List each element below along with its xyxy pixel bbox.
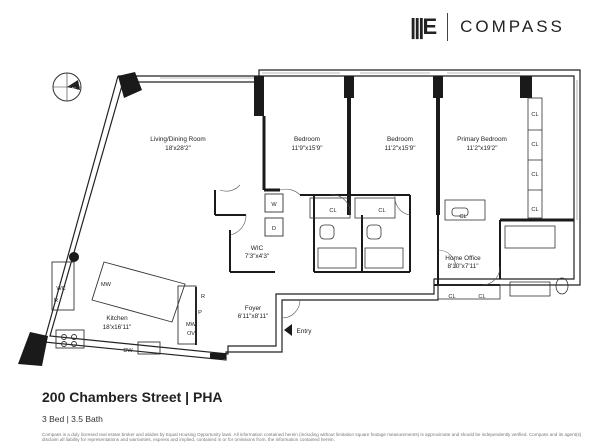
room-wic-name: WIC bbox=[251, 245, 264, 252]
washer-label: W bbox=[271, 202, 277, 208]
closet-label: CL bbox=[378, 208, 385, 214]
compass-logo-text: COMPASS bbox=[460, 17, 565, 36]
room-foyer-name: Foyer bbox=[245, 305, 262, 312]
closet-label: CL bbox=[478, 294, 485, 300]
disclaimer: Compass is a duly licensed real estate b… bbox=[42, 432, 582, 443]
room-bed1-dim: 11'9"x15'9" bbox=[291, 145, 322, 152]
laundry bbox=[264, 193, 284, 237]
compass-logo-mark: |||E bbox=[410, 14, 437, 39]
bathroom-fixtures bbox=[317, 207, 569, 297]
compass-rose: N bbox=[52, 72, 82, 102]
dishwasher-label: DW bbox=[123, 348, 133, 354]
room-living-dim: 18'x28'2" bbox=[165, 145, 191, 152]
room-primary-dim: 11'2"x19'2" bbox=[466, 145, 497, 152]
room-foyer-dim: 6'11"x8'11" bbox=[238, 313, 269, 320]
fridge-label-2: R bbox=[201, 294, 205, 300]
fridge-label: R bbox=[54, 298, 58, 304]
compass-logo: |||E COMPASS bbox=[410, 12, 565, 42]
compass-rose-label: N bbox=[72, 87, 76, 93]
floor-plan: N bbox=[18, 69, 581, 366]
windows bbox=[160, 72, 578, 220]
room-bed1-name: Bedroom bbox=[294, 136, 320, 143]
room-wic-dim: 7'3"x4'3" bbox=[245, 253, 269, 260]
wine-cooler-label: WC bbox=[56, 286, 65, 292]
pantry-label: P bbox=[198, 310, 202, 316]
closet-label: CL bbox=[531, 207, 538, 213]
room-living-name: Living/Dining Room bbox=[150, 136, 205, 143]
dryer-label: D bbox=[272, 226, 276, 232]
listing-subtitle: 3 Bed | 3.5 Bath bbox=[42, 414, 103, 424]
entry-arrow-icon bbox=[284, 324, 292, 336]
closets bbox=[309, 97, 543, 300]
microwave-island-label: MW bbox=[101, 282, 112, 288]
closet-label: CL bbox=[531, 142, 538, 148]
logo-divider bbox=[447, 13, 449, 41]
room-kitchen-name: Kitchen bbox=[106, 315, 128, 322]
closet-label: CL bbox=[329, 208, 336, 214]
room-kitchen-dim: 18'x16'11" bbox=[103, 324, 132, 331]
room-office-dim: 8'10"x7'11" bbox=[447, 263, 478, 270]
closet-label: CL bbox=[531, 172, 538, 178]
room-primary-name: Primary Bedroom bbox=[457, 136, 507, 143]
kitchen-fixtures bbox=[51, 261, 197, 355]
room-bed2-dim: 11'2"x15'9" bbox=[384, 145, 415, 152]
door-swings bbox=[219, 184, 501, 319]
closet-label: CL bbox=[448, 294, 455, 300]
room-office-name: Home Office bbox=[445, 255, 481, 262]
oven-label: OV bbox=[187, 331, 195, 337]
listing-title: 200 Chambers Street | PHA bbox=[42, 389, 223, 405]
microwave-label: MW bbox=[186, 322, 197, 328]
room-bed2-name: Bedroom bbox=[387, 136, 413, 143]
entry-label: Entry bbox=[297, 328, 313, 335]
closet-label: CL bbox=[531, 112, 538, 118]
closet-label: CL bbox=[459, 214, 466, 220]
structural-columns bbox=[18, 72, 532, 366]
